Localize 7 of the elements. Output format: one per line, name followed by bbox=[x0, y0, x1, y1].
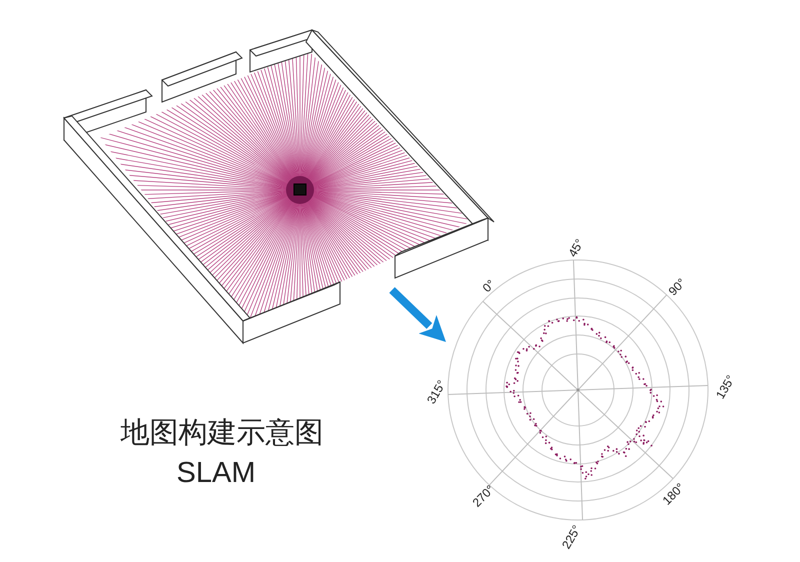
angle-label: 0° bbox=[480, 278, 497, 294]
caption-text: SLAM bbox=[176, 458, 256, 488]
polar-plot-drawing bbox=[447, 259, 710, 522]
caption-text: 地图构建示意图 bbox=[120, 418, 324, 448]
arrow bbox=[389, 287, 446, 342]
angle-label: 90° bbox=[666, 276, 688, 298]
angle-label: 45° bbox=[566, 237, 586, 259]
